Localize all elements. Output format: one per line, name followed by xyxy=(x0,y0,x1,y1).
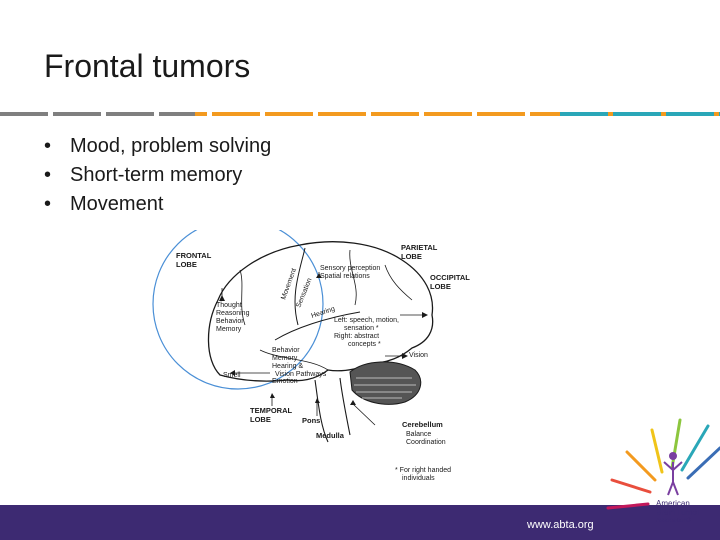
website-url[interactable]: www.abta.org xyxy=(527,519,594,531)
vision-label: Vision xyxy=(409,352,428,359)
bullet-text: Movement xyxy=(70,193,164,215)
gyrus-line xyxy=(259,349,329,371)
bullet-marker: • xyxy=(44,193,52,215)
figure-icon xyxy=(663,452,683,496)
frontal-lobe-label: LOBE xyxy=(176,260,197,269)
occipital-lobe-label: OCCIPITAL xyxy=(430,273,470,282)
brain-diagram: FRONTAL LOBE PARIETAL LOBE OCCIPITAL LOB… xyxy=(150,230,490,490)
sunburst-icon xyxy=(606,418,720,510)
logo-line: Brain Tumor xyxy=(656,507,700,517)
frontal-lobe-label: FRONTAL xyxy=(176,251,212,260)
temporal-lobe-label: LOBE xyxy=(250,415,271,424)
footer-bar xyxy=(0,505,720,540)
sensation-label: Sensation xyxy=(295,277,313,309)
behavior-label: Behavior xyxy=(272,347,300,354)
cerebellum-label: Cerebellum xyxy=(402,420,443,429)
hearing-vision-label: Hearing & xyxy=(272,363,303,370)
frontal-highlight-circle xyxy=(152,230,324,390)
pathways-label: Vision Pathways xyxy=(275,371,327,378)
smell-label: Smell xyxy=(223,372,241,379)
brainstem xyxy=(314,377,351,443)
lateral-fissure xyxy=(274,311,361,341)
bullet-marker: • xyxy=(44,164,52,186)
parietal-lobe-label: LOBE xyxy=(401,252,422,261)
thought-label: Thought xyxy=(216,302,242,309)
left-hemisphere-label: sensation * xyxy=(344,325,379,332)
bullet-item: • Mood, problem solving xyxy=(44,132,271,161)
logo-line: Association® xyxy=(656,518,692,524)
cerebellum xyxy=(349,361,422,405)
emotion-label: Emotion xyxy=(272,378,298,385)
gyrus-line xyxy=(239,269,246,326)
reasoning-label: Reasoning xyxy=(216,310,250,317)
balance-label: Balance xyxy=(406,431,431,438)
occipital-lobe-label: LOBE xyxy=(430,282,451,291)
medulla-label: Medulla xyxy=(316,431,345,440)
spatial-relations-label: Spatial relations xyxy=(320,273,370,280)
bullet-text: Short-term memory xyxy=(70,164,243,186)
slide-title: Frontal tumors xyxy=(44,48,251,84)
behavior-label: Behavior xyxy=(216,318,244,325)
temporal-lobe-label: TEMPORAL xyxy=(250,406,293,415)
abta-logo xyxy=(600,400,720,540)
footnote-label: individuals xyxy=(402,475,435,482)
bullet-text: Mood, problem solving xyxy=(70,135,272,157)
memory-label: Memory xyxy=(216,326,242,333)
central-sulcus xyxy=(294,247,306,326)
left-hemisphere-label: Left: speech, motion, xyxy=(334,317,399,324)
decorative-divider xyxy=(0,111,720,117)
bullet-item: • Movement xyxy=(44,190,271,219)
gyrus-line xyxy=(384,264,413,301)
gyrus-line xyxy=(349,249,357,306)
footnote-label: * For right handed xyxy=(395,467,451,474)
brain-outline xyxy=(207,241,434,382)
logo-wordmark: American Brain Tumor Association® xyxy=(656,499,700,526)
memory-label: Memory xyxy=(272,355,298,362)
pointer-arrows xyxy=(219,273,428,405)
parietal-lobe-label: PARIETAL xyxy=(401,243,438,252)
bullet-item: • Short-term memory xyxy=(44,161,271,190)
bullet-list: • Mood, problem solving • Short-term memor… xyxy=(44,132,271,219)
right-hemisphere-label: Right: abstract xyxy=(334,333,379,340)
logo-line: American xyxy=(656,499,690,508)
coordination-label: Coordination xyxy=(406,439,446,446)
bullet-marker: • xyxy=(44,135,52,157)
sensory-perception-label: Sensory perception xyxy=(320,265,380,272)
pons-label: Pons xyxy=(302,416,320,425)
right-hemisphere-label: concepts * xyxy=(348,341,381,348)
